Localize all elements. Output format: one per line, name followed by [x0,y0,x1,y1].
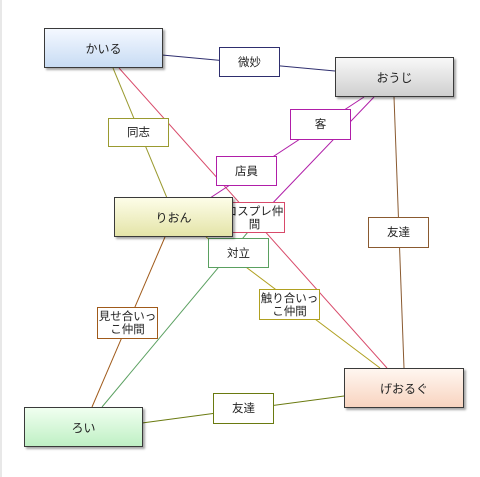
node-kairu[interactable]: かいる [44,28,163,68]
edge-line-ouji-roi [267,96,375,209]
node-roi[interactable]: ろい [24,407,143,447]
edge-label-tomodachi-roi: 友達 [213,393,274,424]
edge-label-miseai-nakama: 見せ合いっこ仲間 [97,307,158,339]
node-ouji[interactable]: おうじ [335,57,454,97]
edge-label-sawariai-nakama: 触り合いっこ仲間 [259,289,320,320]
node-rion[interactable]: りおん [114,197,233,237]
edge-label-tomodachi-ouji: 友達 [368,217,429,248]
edge-label-bimyou: 微妙 [219,47,280,77]
edge-label-tenin: 店員 [216,156,277,186]
edge-label-cosplay-nakama: コスプレ仲間 [224,202,285,233]
edge-label-tairitsu: 対立 [208,238,269,268]
edge-label-doushi: 同志 [108,118,169,147]
edge-label-kyaku: 客 [290,109,351,140]
node-georugu[interactable]: げおるぐ [344,368,464,408]
